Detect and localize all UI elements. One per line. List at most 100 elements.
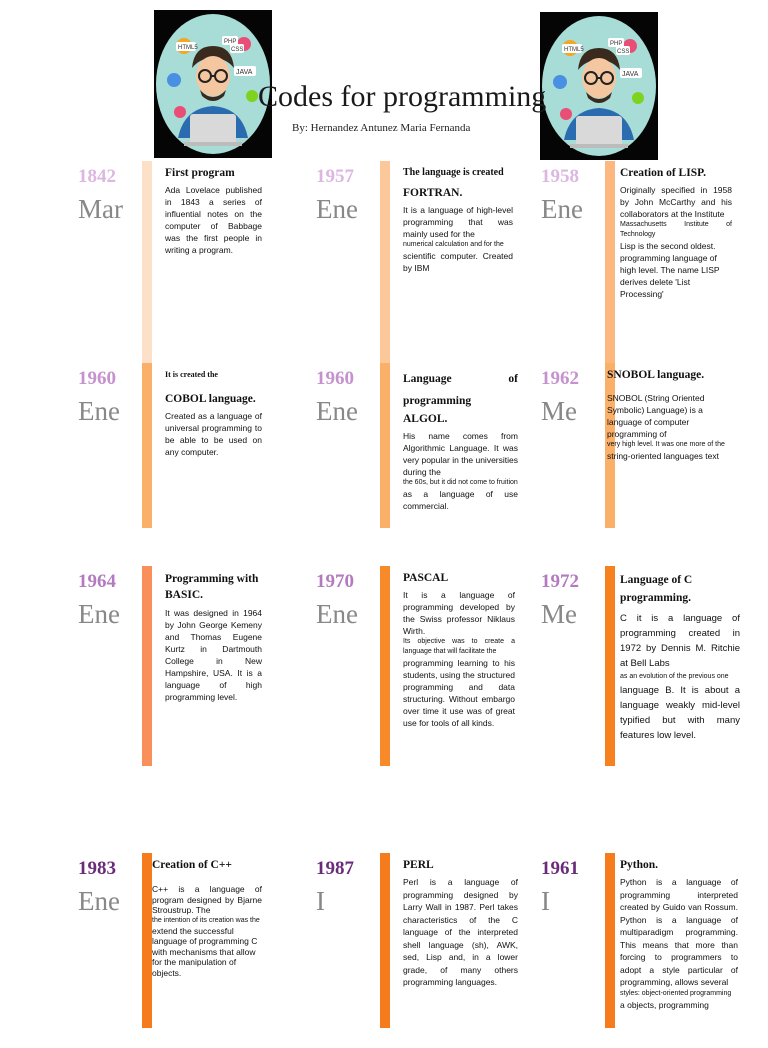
entry-month: Ene [541,194,583,224]
timeline-bar [380,363,390,528]
timeline-bar [142,566,152,766]
entry-content: Python. Python is a language of programm… [620,858,738,1011]
svg-text:HTML5: HTML5 [178,45,198,51]
author-byline: By: Hernandez Antunez Maria Fernanda [292,122,471,134]
entry-content: Programming with BASIC. It was designed … [165,571,262,703]
entry-year: 1987 [316,858,354,879]
entry-content: First program Ada Lovelace published in … [165,166,262,256]
timeline-bar [605,161,615,486]
timeline-entry-1983: 1983 Ene Creation of C++ C++ is a langua… [0,853,262,1048]
page-title: Codes for programming [258,80,547,113]
entry-month: Me [541,396,577,426]
timeline-entry-1960-algol: 1960 Ene Language of programming ALGOL. … [238,363,518,558]
programmer-illustration-icon: HTML5 PHP CSS JAVA [540,12,658,160]
svg-text:HTML5: HTML5 [564,47,584,53]
entry-year: 1958 [541,166,579,187]
entry-month: Me [541,599,577,629]
entry-month: Ene [316,396,358,426]
entry-content: Language of C programming. C it is a lan… [620,571,740,743]
svg-text:PHP: PHP [224,39,236,45]
entry-heading: Programming with BASIC. [165,573,259,601]
entry-body-continued: Lisp is the second oldest. programming l… [620,241,720,299]
timeline-entry-1958: 1958 Ene Creation of LISP. Originally sp… [463,161,732,486]
timeline-bar [142,853,152,1028]
entry-year: 1957 [316,166,354,187]
timeline-entry-1972: 1972 Me Language of C programming. C it … [463,566,740,766]
timeline-entry-1987: 1987 I PERL Perl is a language of progra… [238,853,518,1048]
timeline-bar [605,363,615,528]
entry-body-continued: as a language of use commercial. [403,489,518,511]
entry-heading: Language of C programming. [620,574,693,604]
entry-body-continued: extend the successful language of progra… [152,925,258,978]
programmer-logo-right: HTML5 PHP CSS JAVA [540,12,658,160]
svg-text:CSS: CSS [617,49,629,55]
entry-year: 1960 [316,368,354,389]
entry-body-continued: a objects, programming [620,999,709,1010]
entry-content: It is created the COBOL language. Create… [165,368,262,458]
entry-heading: PERL [403,859,434,871]
entry-content: The language is created FORTRAN. It is a… [403,166,513,274]
timeline-entry-1957: 1957 Ene The language is created FORTRAN… [238,161,513,486]
entry-year: 1961 [541,858,579,879]
entry-heading: Creation of C++ [152,859,232,871]
entry-body-continued: language B. It is about a language weakl… [620,685,740,741]
entry-content: PERL Perl is a language of programming d… [403,858,518,989]
entry-heading: Language of programming [403,373,518,407]
entry-heading: The language is created [403,167,504,178]
entry-month: Ene [316,194,358,224]
entry-heading: It is created the [165,370,218,379]
entry-body-small: the intention of its creation was the [152,916,260,924]
entry-month: Ene [78,886,120,916]
timeline-bar [380,161,390,486]
entry-body: It is a language of high-level programmi… [403,205,513,239]
entry-body-small: numerical calculation and for the [403,241,504,248]
entry-month: Ene [78,396,120,426]
entry-content: PASCAL It is a language of programming d… [403,571,515,729]
entry-year: 1964 [78,571,116,592]
timeline-entry-1960-cobol: 1960 Ene It is created the COBOL languag… [0,363,262,558]
timeline-entry-1970: 1970 Ene PASCAL It is a language of prog… [238,566,515,766]
entry-month: I [316,886,325,916]
entry-body: Ada Lovelace published in 1843 a series … [165,185,262,255]
entry-body: C++ is a language of program designed by… [152,884,262,915]
entry-year: 1970 [316,571,354,592]
entry-body-small: very high level. It was one more of the [607,441,725,448]
entry-content: Language of programming ALGOL. His name … [403,368,518,512]
entry-body: It is a language of programming develope… [403,590,515,636]
entry-heading: Creation of LISP. [620,167,706,179]
timeline-bar [380,853,390,1028]
timeline-bar [142,161,152,486]
timeline-entry-1962: 1962 Me SNOBOL language. SNOBOL (String … [463,363,725,558]
entry-year: 1960 [78,368,116,389]
timeline-bar [380,566,390,766]
svg-text:PHP: PHP [610,41,622,47]
entry-month: I [541,886,550,916]
timeline-entry-1961: 1961 I Python. Python is a language of p… [463,853,738,1048]
entry-body: Created as a language of universal progr… [165,411,262,457]
entry-heading-language: FORTRAN. [403,187,463,199]
entry-body-continued: string-oriented languages text [607,451,719,461]
svg-text:CSS: CSS [231,47,243,53]
entry-body: His name comes from Algorithmic Language… [403,431,518,477]
entry-body: SNOBOL (String Oriented Symbolic) Langua… [607,393,705,439]
entry-body: It was designed in 1964 by John George K… [165,608,262,702]
entry-content: SNOBOL language. SNOBOL (String Oriented… [607,368,735,462]
svg-text:JAVA: JAVA [622,71,639,78]
entry-year: 1842 [78,166,116,187]
entry-heading: PASCAL [403,572,449,584]
timeline-bar [142,363,152,528]
entry-body-small: styles: object-oriented programming [620,989,732,997]
timeline-entry-1842: 1842 Mar First program Ada Lovelace publ… [0,161,262,486]
programmer-logo-left: HTML5 PHP CSS JAVA [154,10,272,158]
entry-year: 1972 [541,571,579,592]
entry-body-small: as an evolution of the previous one [620,673,729,680]
svg-text:JAVA: JAVA [236,69,253,76]
entry-month: Ene [78,599,120,629]
entry-body-small: Its objective was to create a language t… [403,638,515,655]
timeline-entry-1964: 1964 Ene Programming with BASIC. It was … [0,566,262,766]
entry-content: Creation of LISP. Originally specified i… [620,166,732,300]
entry-year: 1983 [78,858,116,879]
entry-heading: Python. [620,859,659,871]
entry-body-small: Massachusetts Institute of Technology [620,221,732,238]
entry-content: Creation of C++ C++ is a language of pro… [152,858,262,978]
